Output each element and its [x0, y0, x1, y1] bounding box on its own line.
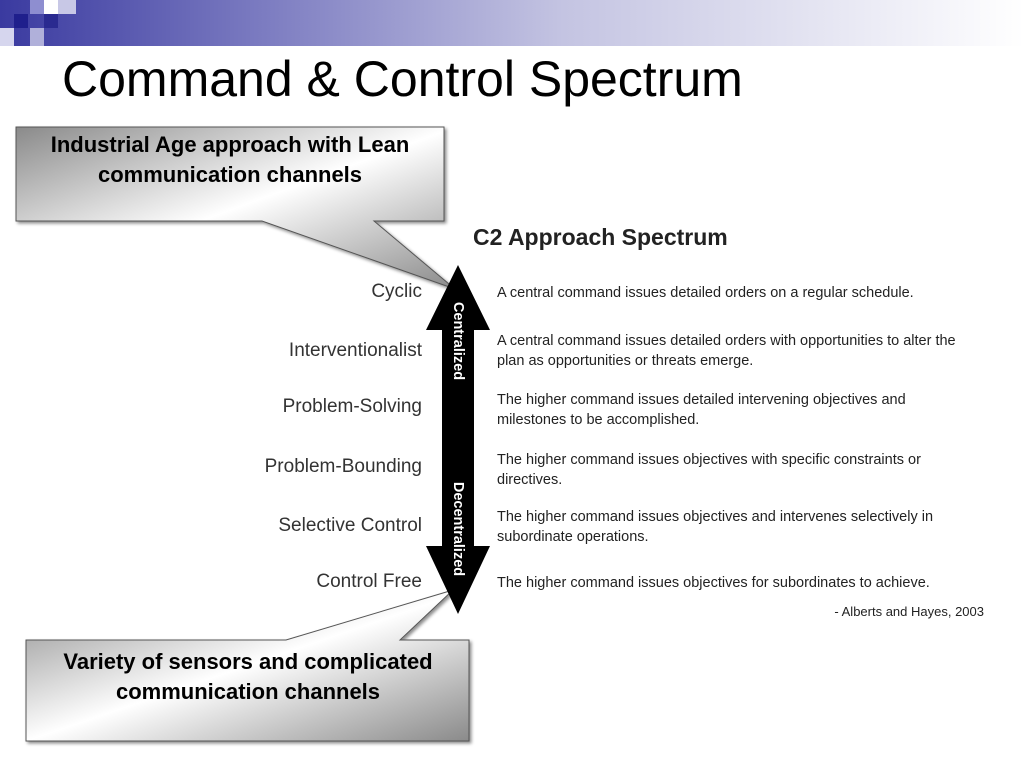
- decentralized-label: Decentralized: [450, 481, 466, 577]
- approach-label-problem-solving: Problem-Solving: [282, 396, 422, 417]
- header-band: [0, 0, 1024, 46]
- header-square-decoration: [58, 0, 76, 14]
- approach-desc-cyclic: A central command issues detailed orders…: [497, 285, 914, 301]
- header-square-decoration: [44, 0, 58, 14]
- approach-desc-selective-control: The higher command issues objectives and…: [497, 509, 934, 545]
- approach-label-control-free: Control Free: [316, 571, 422, 592]
- approach-desc-control-free: The higher command issues objectives for…: [497, 575, 930, 591]
- approach-label-selective-control: Selective Control: [278, 515, 422, 536]
- approach-desc-problem-solving: The higher command issues detailed inter…: [497, 392, 906, 428]
- callout-top-text: Industrial Age approach with Lean commun…: [50, 132, 410, 187]
- callout-bottom-text: Variety of sensors and complicated commu…: [63, 649, 433, 704]
- approach-desc-interventionalist: A central command issues detailed orders…: [497, 333, 956, 369]
- header-square-decoration: [44, 14, 58, 28]
- header-square-decoration: [14, 14, 28, 28]
- approach-label-cyclic: Cyclic: [371, 281, 422, 302]
- citation: - Alberts and Hayes, 2003: [834, 604, 984, 619]
- approach-desc-problem-bounding: The higher command issues objectives wit…: [497, 452, 921, 488]
- callout-top-box: [15, 126, 456, 290]
- approach-label-interventionalist: Interventionalist: [288, 340, 422, 361]
- approach-label-problem-bounding: Problem-Bounding: [264, 456, 422, 477]
- centralized-label: Centralized: [450, 301, 466, 381]
- slide-title: Command & Control Spectrum: [62, 51, 743, 107]
- header-square-decoration: [30, 0, 44, 14]
- spectrum-title: C2 Approach Spectrum: [473, 224, 728, 250]
- callout-bottom-box: [25, 589, 470, 742]
- header-square-decoration: [0, 28, 14, 46]
- header-square-decoration: [30, 28, 44, 46]
